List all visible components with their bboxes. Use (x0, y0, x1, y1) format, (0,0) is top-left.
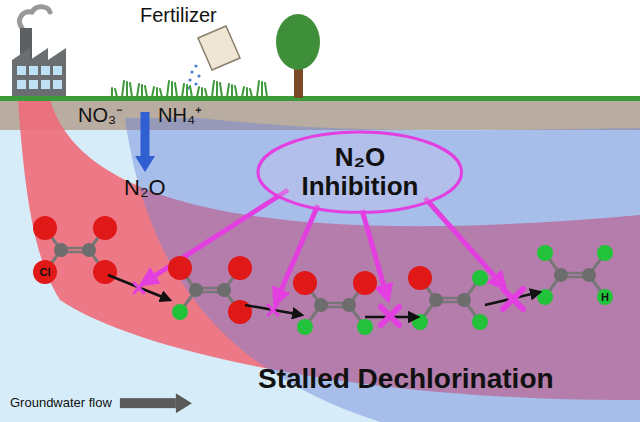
molecule (33, 216, 117, 284)
flow-arrow-head (176, 393, 192, 413)
carbon-atom (217, 283, 231, 297)
ammonium-label: NH₄⁺ (158, 104, 202, 126)
chlorine-atom (93, 216, 117, 240)
fertilizer-bag (186, 26, 240, 90)
flow-arrow-shaft (120, 398, 176, 408)
flow-label: Groundwater flow (10, 396, 112, 410)
factory (12, 7, 66, 96)
leaching-arrow (141, 112, 150, 158)
chlorine-atom (33, 260, 57, 284)
carbon-atom (54, 243, 68, 257)
chlorine-atom (408, 266, 432, 290)
atom-label: Cl (40, 266, 51, 278)
hydrogen-atom (472, 314, 488, 330)
node-text: N₂O Inhibition (285, 143, 435, 200)
stalled-label: Stalled Dechlorination (258, 364, 554, 395)
hydrogen-atom (357, 319, 373, 335)
chlorine-atom (228, 300, 252, 324)
hydrogen-atom (297, 319, 313, 335)
carbon-atom (314, 298, 328, 312)
ground-line (0, 96, 640, 101)
chlorine-atom (33, 216, 57, 240)
hydrogen-atom (172, 304, 188, 320)
title-label: Fertilizer (140, 4, 217, 26)
carbon-atom (82, 243, 96, 257)
carbon-atom (457, 293, 471, 307)
hydrogen-atom (537, 245, 553, 261)
molecules (33, 216, 613, 335)
atom-label: H (601, 291, 609, 303)
carbon-atom (582, 268, 596, 282)
leaching-arrowhead (135, 156, 155, 172)
chlorine-atom (293, 271, 317, 295)
chlorine-atom (353, 271, 377, 295)
grass (112, 81, 267, 97)
molecule (168, 256, 252, 324)
chlorine-atom (93, 260, 117, 284)
soil-band (0, 100, 640, 130)
hydrogen-atom (597, 289, 613, 305)
carbon-atom (189, 283, 203, 297)
nitrogen-plume (125, 118, 640, 422)
n2o-label: N₂O (124, 176, 166, 200)
flow-arrow (120, 393, 192, 413)
carbon-atom (342, 298, 356, 312)
carbon-atom (554, 268, 568, 282)
inhibition-ellipse: N₂O Inhibition (256, 130, 464, 214)
hydrogen-atom (472, 270, 488, 286)
block-marks (134, 283, 523, 325)
chlorine-atom (228, 256, 252, 280)
molecule (408, 266, 488, 330)
tree (276, 14, 320, 98)
carbon-atom (429, 293, 443, 307)
reaction-arrows (108, 275, 540, 317)
sky (0, 0, 640, 100)
molecule (537, 245, 613, 305)
nitrate-label: NO₃⁻ (78, 104, 123, 126)
hydrogen-atom (597, 245, 613, 261)
chlorine-atom (168, 256, 192, 280)
molecule (293, 271, 377, 335)
